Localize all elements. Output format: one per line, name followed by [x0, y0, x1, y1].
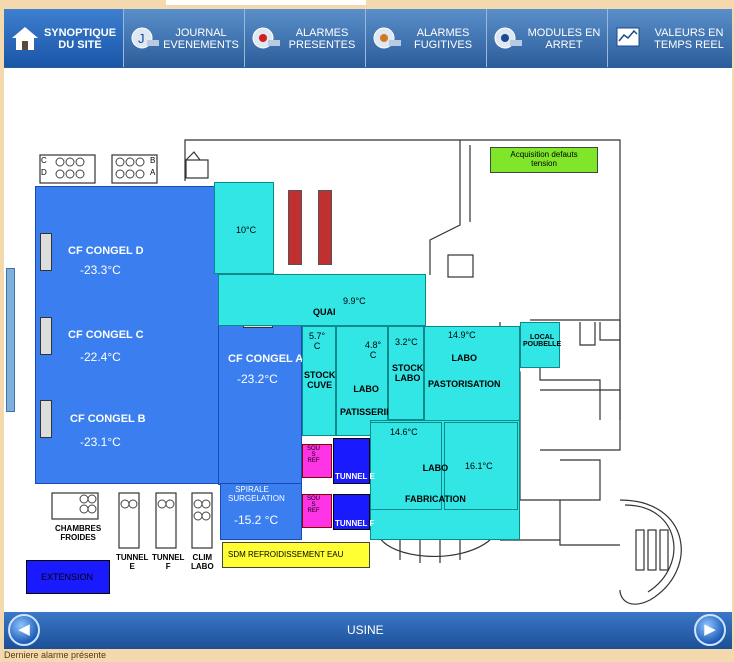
cf-congel-d-label: CF CONGEL D — [68, 245, 144, 257]
tab-valeurs-temps-reel[interactable]: VALEURS EN TEMPS REEL — [608, 9, 732, 67]
alarm-fugitive-icon — [373, 27, 401, 49]
cf-congel-a[interactable] — [218, 325, 302, 485]
sous-ref-1[interactable] — [302, 444, 332, 478]
module-icon — [494, 27, 522, 49]
cf-congel-c-label: CF CONGEL C — [68, 329, 144, 341]
tunnel-f-zone[interactable] — [333, 494, 370, 530]
extension-box[interactable] — [26, 560, 110, 594]
tunnel-f-label: TUNNEL F — [335, 519, 375, 528]
tab-synoptique[interactable]: SYNOPTIQUE DU SITE — [4, 9, 124, 67]
house-icon — [12, 27, 38, 50]
a-label: A — [150, 168, 156, 177]
local-poubelle-zone[interactable] — [520, 322, 560, 368]
pastorisation-temp: 14.9°C — [448, 330, 476, 340]
cf-congel-a-label: CF CONGEL A — [228, 353, 304, 365]
status-text: Derniere alarme présente — [4, 650, 107, 660]
extension-label: EXTENSION — [41, 572, 94, 582]
arrow-right-icon: ▶ — [704, 621, 716, 638]
stock-cuve-label: STOCK CUVE — [304, 370, 336, 390]
labo-fabrication-zone[interactable] — [370, 420, 520, 540]
tunnel-f-caption: TUNNEL F — [152, 553, 185, 571]
room-10c-temp: 10°C — [236, 225, 257, 235]
tab-modules-arret[interactable]: MODULES EN ARRET — [487, 9, 608, 67]
spirale-surgelation[interactable] — [220, 483, 302, 540]
patisserie-temp: 4.8° C — [365, 340, 382, 360]
c-label: C — [41, 156, 47, 165]
stock-cuve-temp: 5.7° C — [309, 331, 326, 351]
stock-labo-zone[interactable] — [388, 326, 424, 420]
cf-congel-b-label: CF CONGEL B — [70, 413, 146, 425]
clim-labo-caption: CLIM LABO — [191, 553, 214, 571]
spirale-temp: -15.2 °C — [234, 513, 279, 527]
journal-icon: J — [131, 27, 159, 49]
stock-labo-label: STOCK LABO — [392, 363, 424, 383]
spirale-label: SPIRALE SURGELATION — [228, 485, 285, 503]
heater-unit — [288, 190, 302, 265]
alarm-icon — [252, 27, 280, 49]
fabrication-sub-room — [444, 422, 518, 510]
cf-congel-a-temp: -23.2°C — [237, 372, 278, 386]
sdm-box[interactable] — [222, 542, 370, 568]
b-label: B — [150, 156, 156, 165]
cf-congel-b-temp: -23.1°C — [80, 435, 121, 449]
fabrication-label: LABO FABRICATION — [405, 463, 466, 504]
tunnel-e-caption: TUNNEL E — [116, 553, 149, 571]
fabrication-temp: 14.6°C — [390, 427, 418, 437]
evaporator-icon — [40, 317, 52, 355]
prev-button[interactable]: ◀ — [8, 614, 40, 646]
sous-ref-1-label: SOU S REF — [307, 446, 321, 464]
sous-ref-2-label: SOU S REF — [307, 496, 321, 514]
acquisition-defauts-box[interactable] — [490, 147, 598, 173]
tunnel-e-label: TUNNEL E — [335, 472, 375, 481]
chambres-froides-label: CHAMBRES FROIDES — [55, 524, 102, 542]
fabrication-sub-room — [370, 422, 442, 510]
evaporator-icon — [40, 400, 52, 438]
next-button[interactable]: ▶ — [694, 614, 726, 646]
tunnel-e-zone[interactable] — [333, 438, 370, 484]
quai-temp: 9.9°C — [343, 296, 366, 306]
sdm-label: SDM REFROIDISSEMENT EAU — [228, 550, 344, 559]
stock-labo-temp: 3.2°C — [395, 337, 418, 347]
quai-zone[interactable] — [218, 274, 426, 326]
local-poubelle-label: LOCAL POUBELLE — [523, 334, 562, 348]
cf-congel-main[interactable] — [35, 186, 220, 484]
acquisition-label: Acquisition defauts tension — [510, 150, 578, 168]
pastorisation-label: LABO PASTORISATION — [428, 353, 501, 389]
footer-title: USINE — [347, 623, 384, 637]
room-10c[interactable] — [214, 182, 274, 274]
heater-unit — [318, 190, 332, 265]
evaporator-icon — [40, 233, 52, 271]
top-strip — [166, 0, 366, 5]
svg-text:J: J — [138, 31, 145, 46]
arrow-left-icon: ◀ — [18, 621, 30, 638]
patisserie-label: LABO PATISSERIE — [340, 384, 393, 417]
monitor-icon — [616, 27, 640, 47]
tab-alarmes-fugitives[interactable]: ALARMES FUGITIVES — [366, 9, 487, 67]
labo-patisserie-zone[interactable] — [336, 326, 388, 436]
bottom-bar — [4, 612, 732, 649]
cf-congel-d-temp: -23.3°C — [80, 263, 121, 277]
sous-ref-2[interactable] — [302, 494, 332, 528]
side-panel-handle[interactable] — [6, 268, 15, 412]
d-label: D — [41, 168, 47, 177]
cf-congel-c-temp: -22.4°C — [80, 350, 121, 364]
tab-alarmes-presentes[interactable]: ALARMES PRESENTES — [245, 9, 366, 67]
tab-journal[interactable]: J JOURNAL EVENEMENTS — [124, 9, 245, 67]
stock-cuve-zone[interactable] — [302, 326, 336, 436]
quai-label: QUAI — [313, 307, 336, 317]
fabrication-temp2: 16.1°C — [465, 461, 493, 471]
